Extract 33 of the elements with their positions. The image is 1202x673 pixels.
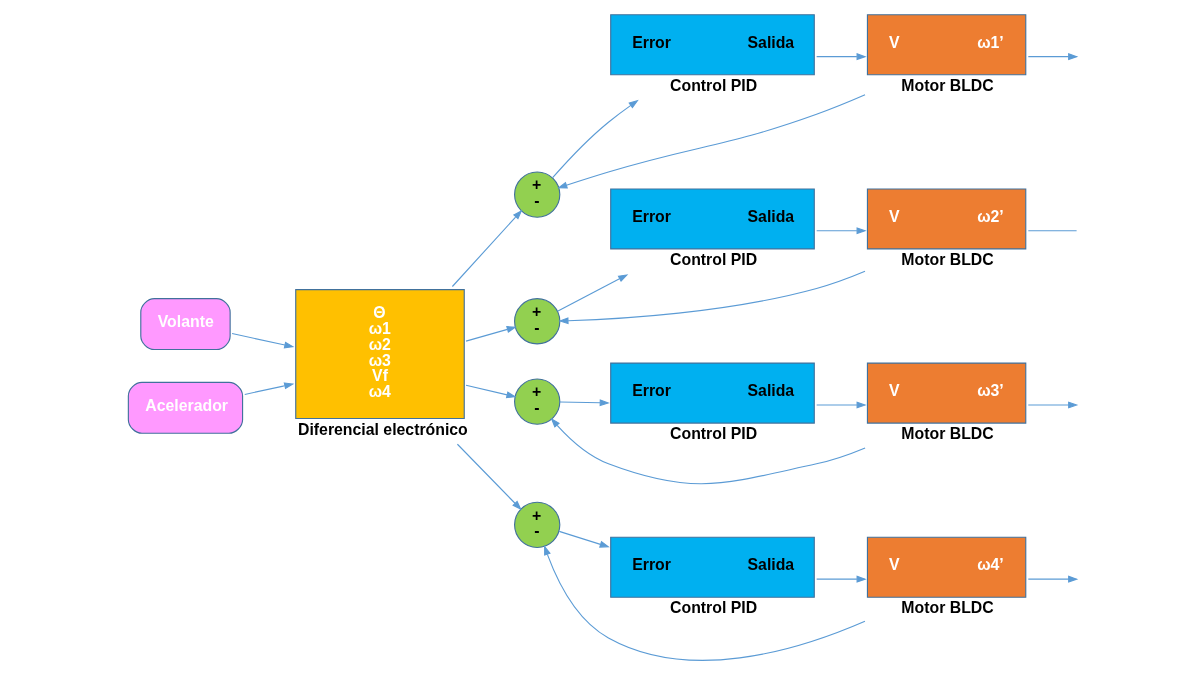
arrow: [558, 530, 610, 548]
node-label: Motor BLDC: [900, 425, 994, 443]
arrow: [556, 274, 628, 312]
arrow: [550, 417, 866, 485]
arrow: [1027, 575, 1078, 583]
arrow: [1027, 401, 1078, 409]
node-label: Diferencial electrónico: [297, 420, 468, 438]
arrow: [464, 326, 517, 342]
arrow: [451, 209, 522, 288]
arrow: [558, 399, 610, 407]
arrow: [231, 333, 294, 349]
node-circle: + -: [513, 378, 560, 425]
arrow: [815, 53, 867, 61]
node-label: Motor BLDC: [900, 76, 994, 94]
connector: [1027, 230, 1077, 232]
node-label: Control PID: [669, 250, 757, 268]
arrow: [551, 99, 639, 179]
node-label: Motor BLDC: [900, 599, 994, 617]
node-label: Motor BLDC: [900, 250, 994, 268]
arrow: [464, 384, 517, 399]
arrow: [543, 545, 866, 661]
node-label: Control PID: [669, 76, 757, 94]
arrow: [815, 227, 867, 235]
node-label: Control PID: [669, 425, 757, 443]
arrow: [815, 401, 867, 409]
arrow: [815, 575, 867, 583]
arrow: [557, 270, 866, 325]
arrow: [1027, 53, 1078, 61]
node-circle: + -: [513, 298, 560, 345]
node-label: Control PID: [669, 599, 757, 617]
arrow: [556, 94, 866, 189]
arrow: [243, 382, 294, 395]
arrow: [456, 443, 522, 511]
